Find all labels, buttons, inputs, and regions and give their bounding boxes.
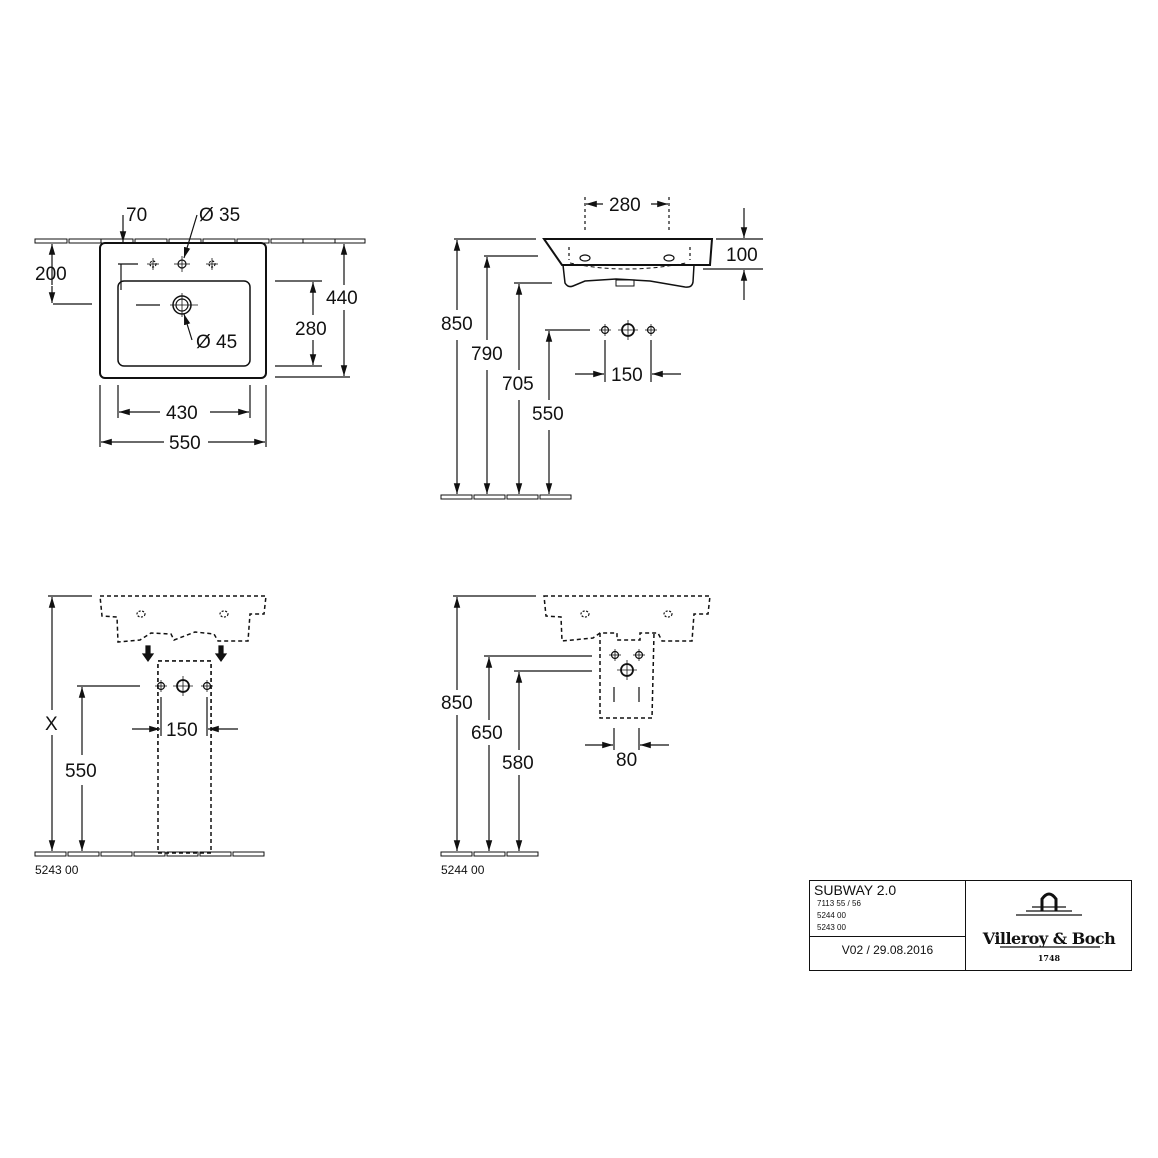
dim-580-label: 580 (502, 753, 534, 774)
brand-year: 1748 (1037, 953, 1061, 963)
dim-850-label: 850 (441, 314, 473, 335)
product-code: 5243 00 (817, 923, 846, 932)
dim-550-side-label: 550 (532, 404, 564, 425)
dim-80-label: 80 (616, 750, 637, 771)
basin-profile (542, 238, 714, 266)
dim-850-semi-label: 850 (441, 693, 473, 714)
semipedestal-view (440, 595, 711, 857)
product-code: 7113 55 / 56 (817, 899, 861, 908)
brand-logo: Villeroy & Boch 1748 (966, 881, 1132, 970)
dim-150-side-label: 150 (611, 365, 643, 386)
dim-440-label: 440 (326, 288, 358, 309)
title-block-info: SUBWAY 2.0 7113 55 / 56 5244 00 5243 00 … (810, 881, 966, 970)
dim-70-label: 70 (126, 205, 147, 226)
top-view (34, 214, 366, 447)
dim-790-label: 790 (471, 344, 503, 365)
dim-430-label: 430 (166, 403, 198, 424)
dim-100-label: 100 (726, 245, 758, 266)
version-date: V02 / 29.08.2016 (841, 943, 934, 957)
article-5243-label: 5243 00 (35, 863, 79, 877)
dim-705-label: 705 (502, 374, 534, 395)
title-block: SUBWAY 2.0 7113 55 / 56 5244 00 5243 00 … (809, 880, 1132, 971)
dim-280-label: 280 (295, 319, 327, 340)
dim-280-side-label: 280 (609, 195, 641, 216)
brand-name: Villeroy & Boch (982, 929, 1116, 948)
product-name: SUBWAY 2.0 (814, 882, 897, 898)
dim-d35-label: Ø 35 (199, 205, 240, 226)
bowl-outline (117, 280, 251, 367)
dim-150-pedestal-label: 150 (166, 720, 198, 741)
dim-d45-label: Ø 45 (196, 332, 237, 353)
title-block-header: SUBWAY 2.0 7113 55 / 56 5244 00 5243 00 (810, 881, 965, 937)
side-view (440, 197, 763, 500)
basin-outline (99, 242, 267, 379)
dim-650-label: 650 (471, 723, 503, 744)
pedestal-view (34, 595, 267, 857)
dim-200-label: 200 (35, 264, 67, 285)
dim-550-pedestal-label: 550 (65, 761, 97, 782)
product-code: 5244 00 (817, 911, 846, 920)
faucet-logo-icon (1000, 892, 1100, 948)
dim-x-label: X (45, 714, 58, 735)
article-5244-label: 5244 00 (441, 863, 485, 877)
dim-550-label: 550 (169, 433, 201, 454)
